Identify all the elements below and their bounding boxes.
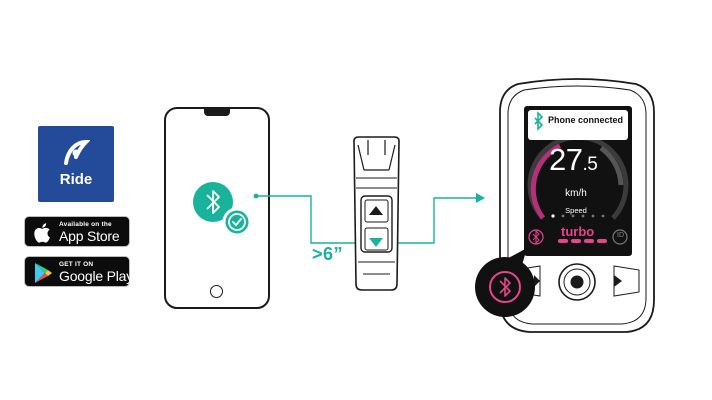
app-store-small-text: Available on the — [59, 221, 112, 228]
id-label: ID — [617, 232, 624, 239]
speed-value: 27.5 — [549, 142, 598, 178]
speed-label: Speed — [565, 206, 587, 215]
remote-distance-label: >6” — [312, 244, 344, 264]
speed-integer: 27 — [549, 142, 583, 177]
display-screen — [524, 106, 632, 256]
remote-down-icon — [369, 238, 383, 247]
bluetooth-pairing-callout — [475, 248, 535, 317]
app-store-badge[interactable]: Available on the App Store — [24, 216, 130, 247]
display-screen-content: Phone connected 27.5 km/h Speed turbo ID — [524, 106, 632, 256]
google-play-small-text: GET IT ON — [59, 261, 94, 268]
ride-app-name: Ride — [59, 171, 93, 188]
ride-app-icon[interactable]: Ride — [38, 126, 114, 202]
speed-unit: km/h — [565, 188, 587, 199]
ride-logo-icon — [64, 139, 90, 165]
phone-notch — [204, 107, 230, 116]
phone-connected-notification: Phone connected — [548, 115, 624, 125]
phone-to-remote-line — [253, 193, 364, 244]
google-play-badge[interactable]: GET IT ON Google Play — [24, 256, 134, 287]
google-play-icon — [35, 263, 52, 283]
app-store-text: App Store — [59, 228, 120, 244]
handlebar-remote — [353, 136, 400, 291]
bluetooth-connected-icon — [193, 182, 252, 237]
assist-mode-label: turbo — [561, 224, 595, 239]
phone-home-button — [210, 285, 223, 298]
apple-icon — [34, 223, 50, 243]
remote-up-icon — [369, 206, 383, 215]
speed-decimal: .5 — [582, 154, 598, 175]
google-play-text: Google Play — [59, 268, 134, 284]
